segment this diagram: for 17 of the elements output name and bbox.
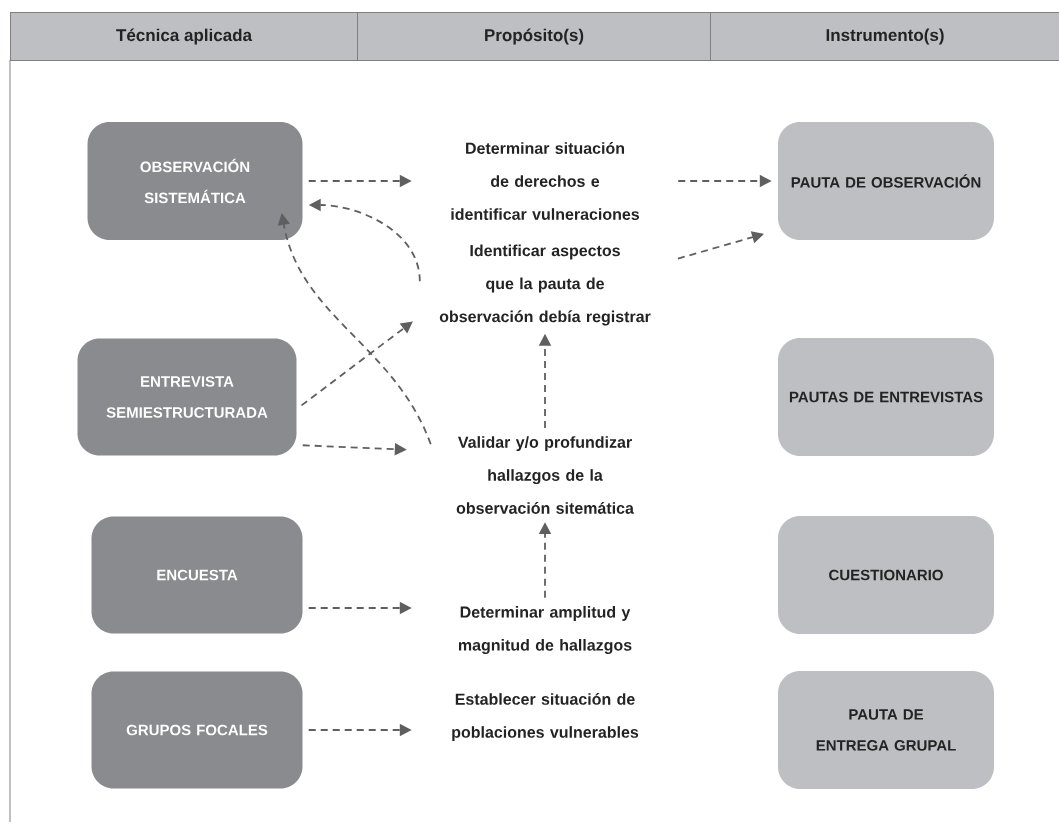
header-cell: Instrumento(s) [710, 12, 1059, 61]
instrument-box: CUESTIONARIO [778, 516, 994, 634]
purpose-text: Identificar aspectos que la pauta de observación debía registrar [439, 244, 651, 326]
purpose-text: Determinar situación de derechos e identificar vulneraciones [451, 142, 640, 220]
technique-box: OBSERVACIÓN SISTEMÁTICA [87, 122, 303, 240]
technique-box: GRUPOS FOCALES [91, 671, 303, 789]
instrument-box: PAUTA DE OBSERVACIÓN [778, 122, 994, 240]
purpose-text: Determinar amplitud y magnitud de hallazgos [458, 606, 632, 654]
header-cell: Propósito(s) [357, 12, 711, 61]
arrow [300, 321, 413, 407]
purpose-text: Establecer situación de poblaciones vulnerables [452, 693, 639, 742]
technique-box: ENCUESTA [91, 516, 303, 634]
header-cell: Técnica aplicada [10, 12, 358, 61]
technique-box: ENTREVISTA SEMIESTRUCTURADA [77, 338, 297, 456]
instrument-box: PAUTA DE ENTREGA GRUPAL [778, 671, 994, 789]
instrument-box: PAUTAS DE ENTREVISTAS [778, 338, 994, 456]
purpose-text: Validar y/o profundizar hallazgos de la observación sitemática [456, 436, 634, 514]
